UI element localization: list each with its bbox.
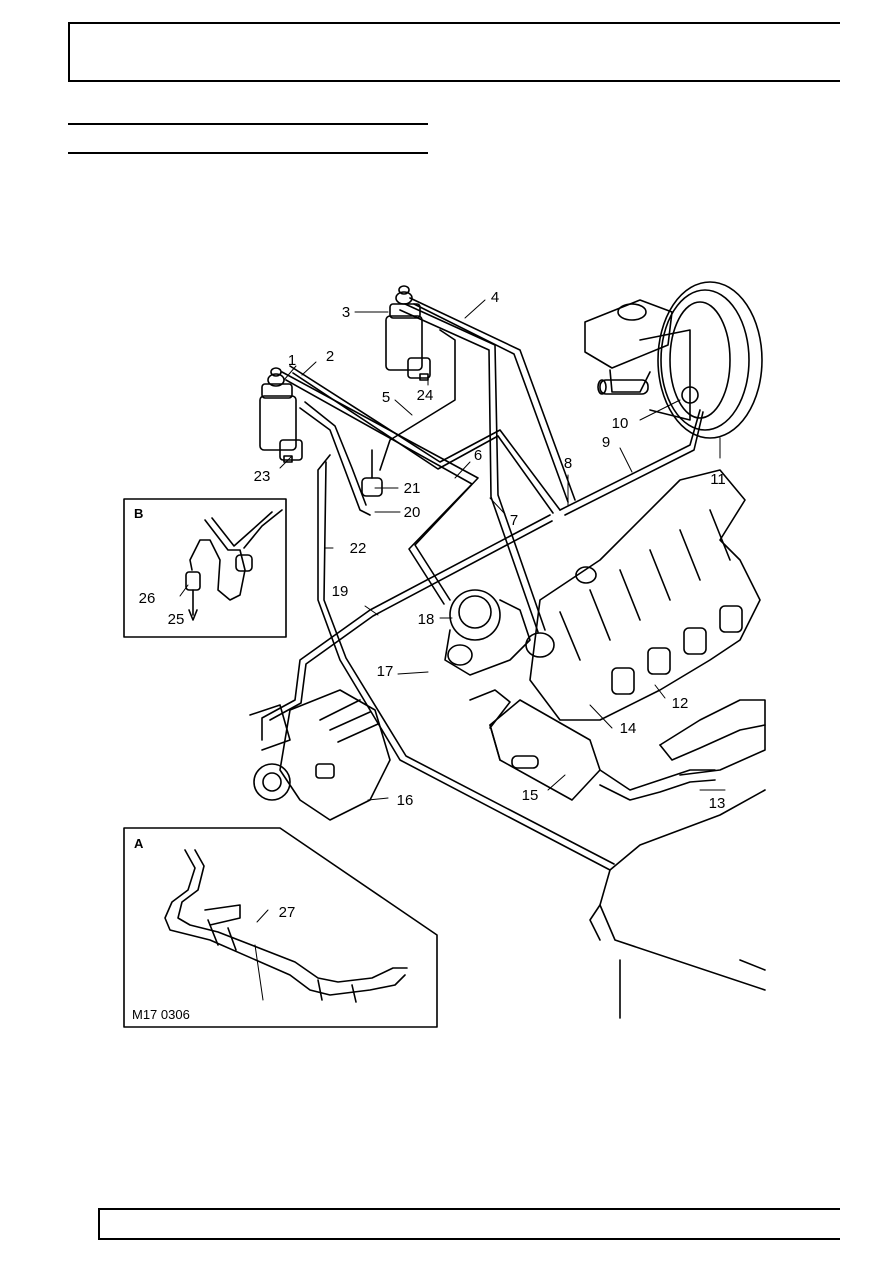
callout-9: 9 bbox=[602, 434, 610, 451]
callout-13: 13 bbox=[709, 795, 726, 812]
egr-cooler bbox=[469, 689, 716, 801]
section-rule-top bbox=[68, 123, 428, 125]
callout-10: 10 bbox=[612, 415, 629, 432]
inset-label-a: A bbox=[134, 836, 144, 851]
callout-18: 18 bbox=[418, 611, 435, 628]
callout-23: 23 bbox=[254, 468, 271, 485]
callout-14: 14 bbox=[620, 720, 637, 737]
callout-5: 5 bbox=[382, 389, 390, 406]
egr-solenoid-upper bbox=[385, 285, 431, 381]
callout-24: 24 bbox=[417, 387, 434, 404]
page-header-box bbox=[68, 22, 840, 82]
callout-4: 4 bbox=[491, 289, 499, 306]
callout-15: 15 bbox=[522, 787, 539, 804]
brake-servo bbox=[639, 281, 763, 439]
callout-21: 21 bbox=[404, 480, 421, 497]
callout-20: 20 bbox=[404, 504, 421, 521]
section-rule-bottom bbox=[68, 152, 428, 154]
intake-manifold bbox=[529, 469, 761, 721]
callout-17: 17 bbox=[377, 663, 394, 680]
callout-3: 3 bbox=[342, 304, 350, 321]
egr-valve bbox=[444, 589, 555, 676]
callout-1: 1 bbox=[288, 352, 296, 369]
vacuum-pipes bbox=[261, 297, 704, 871]
egr-solenoid-lower bbox=[259, 367, 303, 463]
brake-fluid-reservoir bbox=[584, 299, 673, 395]
callout-2: 2 bbox=[326, 348, 334, 365]
callout-26: 26 bbox=[139, 590, 156, 607]
callout-labels: 1 2 3 4 5 6 7 8 9 10 11 12 13 14 15 16 1… bbox=[132, 289, 726, 1022]
inset-b bbox=[123, 498, 287, 638]
page-footer-box bbox=[98, 1208, 840, 1240]
inset-label-b: B bbox=[134, 506, 143, 521]
vacuum-filter bbox=[361, 449, 383, 497]
figure-reference: M17 0306 bbox=[132, 1007, 190, 1022]
engine-cover-outline bbox=[589, 789, 766, 1019]
callout-leaders bbox=[254, 299, 726, 1001]
callout-22: 22 bbox=[350, 540, 367, 557]
callout-12: 12 bbox=[672, 695, 689, 712]
callout-8: 8 bbox=[564, 455, 572, 472]
callout-25: 25 bbox=[168, 611, 185, 628]
exhaust-manifold bbox=[659, 699, 766, 776]
callout-27: 27 bbox=[279, 904, 296, 921]
callout-16: 16 bbox=[397, 792, 414, 809]
inset-a bbox=[123, 827, 438, 1028]
callout-19: 19 bbox=[332, 583, 349, 600]
callout-7: 7 bbox=[510, 512, 518, 529]
callout-6: 6 bbox=[474, 447, 482, 464]
callout-11: 11 bbox=[710, 471, 726, 488]
